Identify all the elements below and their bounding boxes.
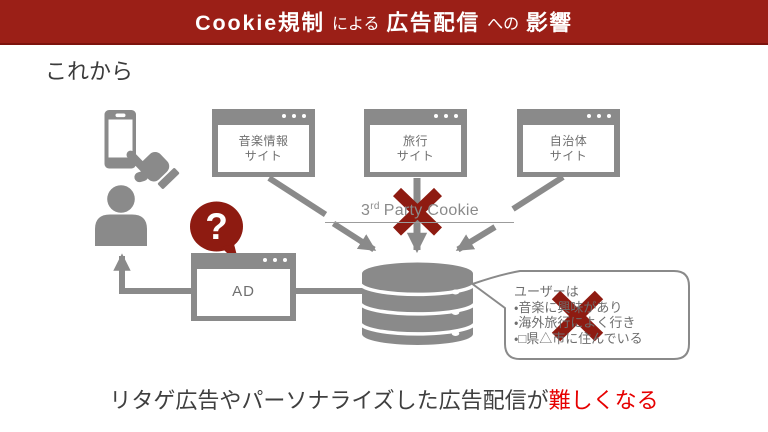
ad-window-label: AD	[232, 283, 255, 301]
caption: リタゲ広告やパーソナライズした広告配信が難しくなる	[0, 383, 768, 415]
site-window-label: 旅行 サイト	[396, 134, 435, 163]
cookie-label-sup: rd	[370, 201, 380, 212]
bubble-line: ・□県△市に住んでいる	[514, 330, 643, 346]
database-icon	[362, 262, 473, 346]
cookie-underline	[325, 222, 514, 223]
cookie-cross-icon	[393, 187, 442, 236]
site-window-label: 自治体 サイト	[549, 134, 588, 163]
site-window-municipality: 自治体 サイト	[517, 109, 620, 177]
window-buttons-icon	[262, 257, 287, 262]
arrow-city-to-db	[455, 174, 565, 253]
bubble-cross-icon	[551, 290, 604, 342]
bubble-line: ・音楽に興味があり	[514, 299, 623, 315]
user-silhouette-icon	[95, 185, 147, 246]
bubble-line: ・海外旅行によく行き	[514, 315, 636, 331]
subtitle-label: これから	[45, 59, 134, 84]
question-mark-label: ?	[205, 206, 228, 247]
window-buttons-icon	[433, 113, 458, 118]
banner-segment: 影響	[526, 11, 573, 35]
arrow-music-to-db	[267, 175, 377, 253]
banner-segment: 広告配信	[386, 11, 481, 35]
ad-window: AD	[191, 253, 296, 321]
caption-normal: リタゲ広告やパーソナライズした広告配信が	[109, 388, 549, 413]
site-window-music: 音楽情報 サイト	[212, 109, 315, 177]
caption-highlight: 難しくなる	[548, 388, 659, 413]
cookie-label-rest: Party Cookie	[383, 202, 479, 219]
pointing-hand-icon	[126, 150, 180, 189]
user-info-text: ユーザーは ・音楽に興味があり ・海外旅行によく行き ・□県△市に住んでいる	[514, 284, 643, 346]
site-window-label: 音楽情報 サイト	[238, 134, 289, 163]
window-buttons-icon	[281, 113, 306, 118]
bubble-line: ユーザーは	[514, 284, 579, 299]
window-buttons-icon	[586, 113, 611, 118]
arrow-ad-to-user	[113, 253, 191, 294]
banner-segment: による	[331, 15, 380, 33]
site-window-travel: 旅行 サイト	[364, 109, 467, 177]
banner-segment: への	[487, 15, 520, 33]
banner-segment: Cookie規制	[195, 11, 325, 35]
title-banner: Cookie規制 による 広告配信 への 影響	[0, 0, 768, 45]
cookie-label-base: 3	[361, 202, 371, 219]
